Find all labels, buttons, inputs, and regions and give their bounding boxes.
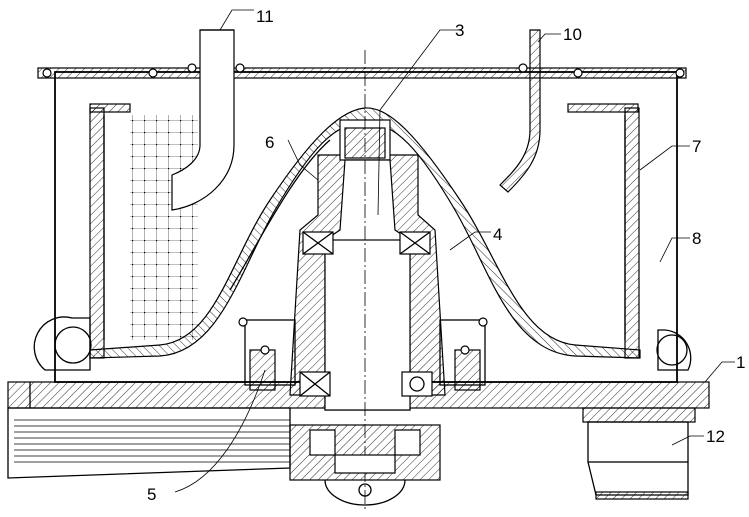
label-11: 11	[256, 7, 274, 26]
label-1: 1	[736, 353, 745, 372]
wash-pipe	[499, 29, 541, 193]
label-5: 5	[147, 485, 156, 504]
conical-bowl	[89, 107, 641, 359]
label-12: 12	[706, 427, 725, 446]
drum-basket	[89, 103, 640, 359]
feed-pipe	[171, 29, 235, 211]
leader-lines	[174, 9, 735, 493]
filter-mesh	[130, 115, 198, 340]
main-shaft	[324, 50, 411, 510]
label-10: 10	[563, 25, 582, 44]
foundation-block	[7, 407, 291, 479]
side-lugs	[33, 316, 692, 371]
label-4: 4	[493, 225, 502, 244]
label-8: 8	[692, 229, 701, 248]
label-3: 3	[455, 21, 464, 40]
bearings	[299, 231, 433, 397]
discharge-hopper	[582, 407, 696, 500]
label-6: 6	[265, 133, 274, 152]
drive-unit	[289, 424, 441, 506]
label-7: 7	[692, 137, 701, 156]
support-frame	[238, 317, 488, 391]
